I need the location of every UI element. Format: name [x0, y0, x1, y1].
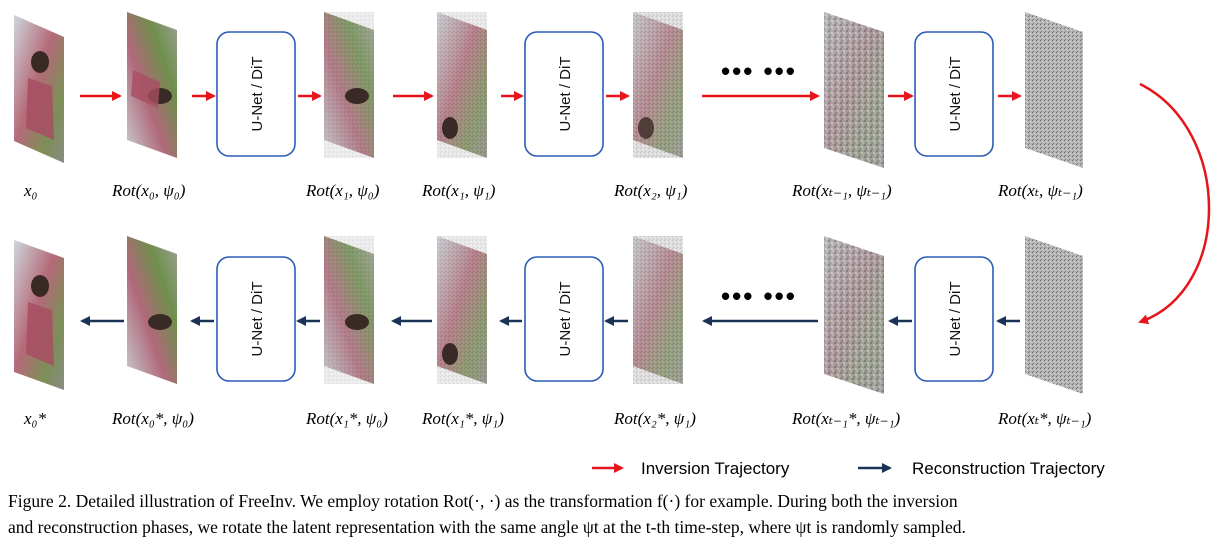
label-rot-xT-1star-psiT-1: Rot(xₜ₋₁*, ψₜ₋₁)	[791, 409, 901, 428]
unet-dit-label: U-Net / DiT	[947, 57, 964, 132]
caption-line-1: Figure 2. Detailed illustration of FreeI…	[8, 491, 958, 511]
label-x0: x₀	[23, 181, 38, 200]
latent-image-rot-x1-psi0	[324, 12, 374, 158]
unet-dit-label: U-Net / DiT	[249, 282, 266, 357]
latent-image-rot-x1star-psi0	[324, 236, 374, 384]
legend-reconstruction-label: Reconstruction Trajectory	[912, 459, 1105, 478]
label-rot-x2-psi1: Rot(x₂, ψ₁)	[613, 181, 688, 200]
unet-dit-label: U-Net / DiT	[947, 282, 964, 357]
figure-caption: Figure 2. Detailed illustration of FreeI…	[8, 488, 1224, 540]
unet-dit-box: U-Net / DiT	[216, 31, 296, 157]
latent-image-rot-xT-1star-psiT-1	[824, 236, 884, 394]
unet-dit-box: U-Net / DiT	[524, 31, 604, 157]
latent-image-x0	[14, 15, 64, 163]
label-rot-x1star-psi1: Rot(x₁*, ψ₁)	[421, 409, 504, 428]
unet-dit-label: U-Net / DiT	[557, 57, 574, 132]
label-rot-x1star-psi0: Rot(x₁*, ψ₀)	[305, 409, 388, 428]
inversion-row: U-Net / DiT U-Net / DiT U-Net / DiT ••• …	[14, 12, 1211, 325]
caption-line-2: and reconstruction phases, we rotate the…	[8, 517, 966, 537]
label-x0-star: x₀*	[23, 409, 46, 428]
label-rot-x0star-psi0: Rot(x₀*, ψ₀)	[111, 409, 194, 428]
unet-dit-box: U-Net / DiT	[524, 256, 604, 382]
unet-dit-label: U-Net / DiT	[249, 57, 266, 132]
label-rot-x1-psi0: Rot(x₁, ψ₀)	[305, 181, 380, 200]
latent-image-rot-x1star-psi1	[437, 236, 487, 384]
latent-image-x0-star	[14, 240, 64, 390]
latent-image-rot-x0star-psi0	[127, 236, 177, 384]
freeinv-diagram: U-Net / DiT U-Net / DiT U-Net / DiT ••• …	[14, 12, 1211, 478]
unet-dit-label: U-Net / DiT	[557, 282, 574, 357]
label-rot-xTstar-psiT-1: Rot(xₜ*, ψₜ₋₁)	[997, 409, 1092, 428]
transition-arrow	[1138, 82, 1211, 325]
unet-dit-box: U-Net / DiT	[216, 256, 296, 382]
latent-image-rot-x0-psi0	[127, 12, 177, 158]
latent-image-rot-xTstar-psiT-1	[1025, 236, 1083, 394]
label-rot-xT-psiT-1: Rot(xₜ, ψₜ₋₁)	[997, 181, 1083, 200]
ellipsis: ••• •••	[721, 56, 797, 86]
legend-inversion-label: Inversion Trajectory	[641, 459, 790, 478]
reconstruction-row: U-Net / DiT U-Net / DiT U-Net / DiT ••• …	[14, 236, 1092, 428]
label-rot-x2star-psi1: Rot(x₂*, ψ₁)	[613, 409, 696, 428]
latent-image-rot-x2star-psi1	[633, 236, 683, 384]
unet-dit-box: U-Net / DiT	[914, 256, 994, 382]
latent-image-rot-x2-psi1	[633, 12, 683, 158]
latent-image-rot-xT-1-psiT-1	[824, 12, 884, 168]
label-rot-xT-1-psiT-1: Rot(xₜ₋₁, ψₜ₋₁)	[791, 181, 892, 200]
inversion-arrows	[80, 82, 1211, 325]
latent-image-rot-x1-psi1	[437, 12, 487, 158]
latent-image-rot-xT-psiT-1	[1025, 12, 1083, 168]
label-rot-x1-psi1: Rot(x₁, ψ₁)	[421, 181, 496, 200]
label-rot-x0-psi0: Rot(x₀, ψ₀)	[111, 181, 186, 200]
ellipsis: ••• •••	[721, 281, 797, 311]
legend: Inversion Trajectory Reconstruction Traj…	[592, 459, 1105, 478]
unet-dit-box: U-Net / DiT	[914, 31, 994, 157]
